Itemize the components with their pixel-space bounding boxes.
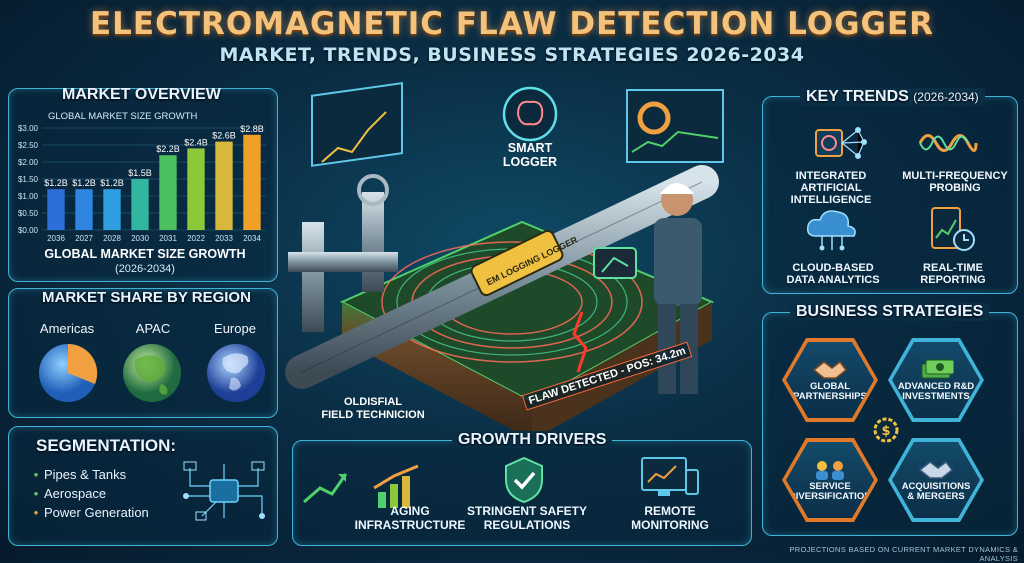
smart-logger-label: SMART LOGGER [502,141,558,169]
trend-label-ai: INTEGRATED ARTIFICIAL INTELLIGENCE [790,170,872,206]
bar [187,148,205,230]
growth-drivers-heading: GROWTH DRIVERS [452,431,613,449]
y-tick-label: $3.00 [18,124,39,133]
strategy-acquisitions-mergers: ACQUISITIONS & MERGERS [888,438,984,522]
bar [159,155,177,230]
bullet-icon: • [33,505,39,520]
strategies-heading: BUSINESS STRATEGIES [790,303,990,321]
y-tick-label: $2.00 [18,158,39,167]
y-tick-label: $0.00 [18,226,39,235]
bar [103,189,121,230]
tablet-clock-icon [931,207,975,251]
x-tick-label: 2036 [47,234,65,243]
shield-check-icon [505,456,543,504]
x-tick-label: 2030 [131,234,149,243]
bar [215,141,233,230]
bar [243,134,261,230]
dollar-gear-icon: $ [873,417,899,443]
list-item: •Pipes & Tanks [33,467,127,482]
trend-label-cloud: CLOUD-BASED DATA ANALYTICS [786,262,880,286]
chart-title: GLOBAL MARKET SIZE GROWTH [48,111,198,122]
bar [75,189,93,230]
driver-label-safety: STRINGENT SAFETY REGULATIONS [466,504,587,532]
chart-caption: GLOBAL MARKET SIZE GROWTH [44,247,246,261]
list-item: •Aerospace [33,486,107,501]
ai-chip-icon [815,127,867,159]
key-trends-panel [762,96,1018,294]
x-tick-label: 2031 [159,234,177,243]
bar-value-label: $2.2B [156,144,180,154]
handshake-icon [812,360,848,379]
y-tick-label: $0.50 [18,209,39,218]
region-heading: MARKET SHARE BY REGION [42,289,251,306]
x-tick-label: 2027 [75,234,93,243]
pipeline-illustration [285,81,724,440]
globe-asia-icon [123,344,181,402]
trend-label-multi-frequency: MULTI-FREQUENCY PROBING [902,170,1008,194]
page-subtitle: MARKET, TRENDS, BUSINESS STRATEGIES 2026… [219,44,805,66]
bar-value-label: $2.4B [184,137,208,147]
bullet-icon: • [33,486,39,501]
segmentation-list: •Pipes & Tanks •Aerospace •Power Generat… [32,465,202,522]
footnote: PROJECTIONS BASED ON CURRENT MARKET DYNA… [789,545,1018,563]
globe-europe-icon [207,344,265,402]
region-label-europe: Europe [214,321,256,336]
bar [47,189,65,230]
bar-value-label: $1.5B [128,168,152,178]
money-icon [921,359,954,379]
y-tick-label: $1.00 [18,192,39,201]
technician-label: OLDISFIAL FIELD TECHNICION [321,396,425,421]
bar [131,179,149,230]
bar-value-label: $1.2B [100,178,124,188]
strategy-rd-investments: ADVANCED R&D INVESTMENTS [888,338,984,422]
chart-caption-sub: (2026-2034) [115,263,175,275]
driver-label-aging: AGING INFRASTRUCTURE [354,504,466,532]
circuit-chip-icon [183,461,265,521]
trend-label-real-time: REAL-TIME REPORTING [920,262,986,286]
wave-icon [918,134,978,152]
monitor-icon [641,457,699,496]
team-icon [816,461,844,480]
region-label-americas: Americas [39,321,95,336]
deal-icon [918,460,954,479]
cloud-icon [806,210,856,251]
strategy-global-partnerships: GLOBAL PARTNERSHIPS [782,338,878,422]
bullet-icon: • [33,467,39,482]
driver-label-remote: REMOTE MONITORING [631,504,709,532]
market-size-chart: $3.00 $2.50 $2.00 $1.50 $1.00 $0.50 $0.00 $1.2B… [18,124,266,243]
x-tick-label: 2028 [103,234,121,243]
svg-text:$: $ [881,424,890,439]
segmentation-heading: SEGMENTATION: [36,436,177,455]
growth-chart-icon [303,464,419,508]
bar-value-label: $2.6B [212,131,236,141]
bar-value-label: $1.2B [44,178,68,188]
region-label-apac: APAC [135,321,171,336]
list-item: •Power Generation [33,505,149,520]
bar-value-label: $1.2B [72,178,96,188]
x-tick-label: 2034 [243,234,261,243]
strategy-service-diversification: SERVICE DIVERSIFICATION [782,438,878,522]
page-title: ELECTROMAGNETIC FLAW DETECTION LOGGER [89,6,935,42]
market-overview-heading: MARKET OVERVIEW [62,86,221,103]
x-tick-label: 2022 [187,234,205,243]
bar-value-label: $2.8B [240,124,264,134]
x-tick-label: 2033 [215,234,233,243]
pie-chart-icon [39,343,98,402]
y-tick-label: $2.50 [18,141,39,150]
key-trends-heading: KEY TRENDS (2026-2034) [800,88,985,106]
y-tick-label: $1.50 [18,175,39,184]
